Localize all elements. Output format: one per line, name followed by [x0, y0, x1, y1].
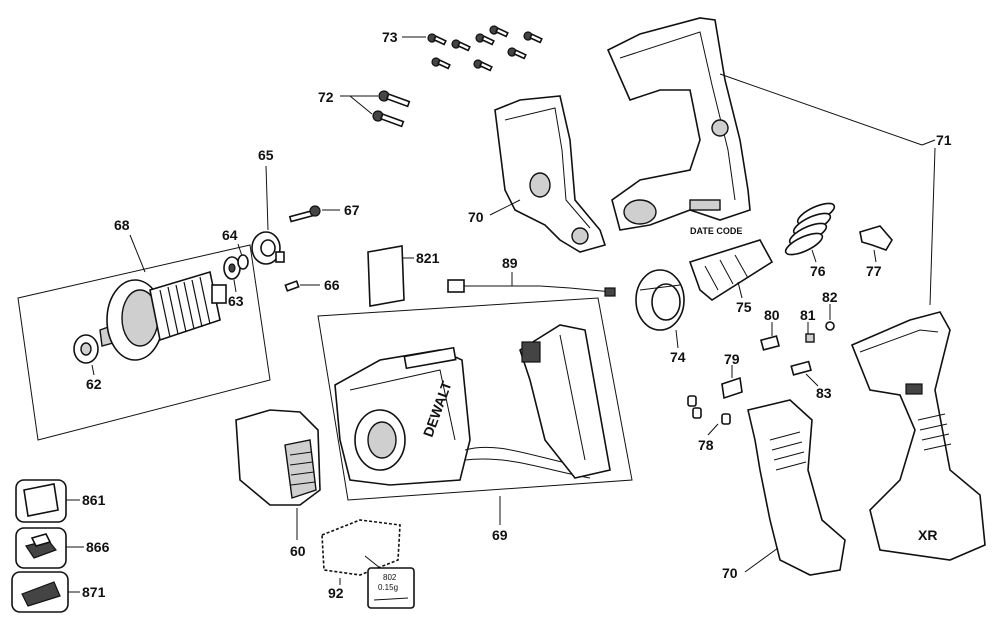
callout-76: 76 — [810, 263, 826, 279]
callout-72: 72 — [318, 89, 334, 105]
part-76-spring — [784, 202, 836, 263]
part-79-plate — [721, 365, 743, 400]
part-67-screws — [288, 205, 340, 223]
callout-79: 79 — [724, 351, 740, 367]
callout-70-lower: 70 — [722, 565, 738, 581]
callout-65: 65 — [258, 147, 274, 163]
callout-74: 74 — [670, 349, 686, 365]
part-81-spring — [805, 322, 815, 343]
callout-69: 69 — [492, 527, 508, 543]
callout-70-upper: 70 — [468, 209, 484, 225]
part-74-ring — [635, 269, 685, 349]
assembled-tool-housing: XR — [850, 311, 986, 561]
callout-861: 861 — [82, 492, 106, 508]
callout-77: 77 — [866, 263, 882, 279]
part-89-cable — [447, 272, 616, 297]
part-64-bearing — [237, 243, 249, 270]
part-92-pad — [321, 519, 401, 585]
part-821-label — [367, 245, 414, 307]
part-82-ring — [825, 304, 835, 331]
part-66-pin — [284, 280, 320, 292]
callout-82: 82 — [822, 289, 838, 305]
part-77-clip — [859, 225, 893, 263]
grease-weight: 0.15g — [378, 583, 398, 592]
callout-866: 866 — [86, 539, 110, 555]
part-73-screws — [402, 25, 543, 72]
callout-71: 71 — [936, 132, 952, 148]
callout-83: 83 — [816, 385, 832, 401]
callout-81: 81 — [800, 307, 816, 323]
callout-89: 89 — [502, 255, 518, 271]
callout-821: 821 — [416, 250, 440, 266]
grease-code: 802 — [383, 573, 397, 582]
part-78-pins — [687, 395, 731, 436]
callout-67: 67 — [344, 202, 360, 218]
callout-68: 68 — [114, 217, 130, 233]
part-70-housing-half-upper — [489, 95, 607, 253]
xr-logo-text: XR — [918, 527, 937, 543]
callout-73: 73 — [382, 29, 398, 45]
part-62-washer — [73, 334, 99, 376]
part-72-screws — [340, 90, 411, 128]
callout-871: 871 — [82, 584, 106, 600]
callout-75: 75 — [736, 299, 752, 315]
part-65-baffle — [251, 165, 285, 265]
part-802-grease-box: 802 0.15g — [364, 555, 415, 609]
armature-group-frame — [17, 234, 271, 441]
part-83-clip — [790, 360, 819, 387]
part-68-armature — [99, 270, 227, 361]
part-60-end-cap — [235, 409, 321, 540]
callout-62: 62 — [86, 376, 102, 392]
part-69-field-assembly: DEWALT — [334, 324, 611, 486]
callout-63: 63 — [228, 293, 244, 309]
part-70-housing-half-lower — [744, 399, 846, 576]
part-75-switch — [688, 239, 774, 301]
part-69-field-group-frame — [317, 297, 633, 525]
callout-66: 66 — [324, 277, 340, 293]
callout-92: 92 — [328, 585, 344, 601]
callout-80: 80 — [764, 307, 780, 323]
date-code-label: DATE CODE — [690, 226, 742, 236]
callout-60: 60 — [290, 543, 306, 559]
callout-64: 64 — [222, 227, 238, 243]
callout-78: 78 — [698, 437, 714, 453]
part-861-kit-box — [15, 479, 80, 523]
part-71-housing-clamshell: DATE CODE — [606, 17, 936, 306]
part-866-battery — [15, 527, 84, 569]
part-871-charger — [11, 571, 80, 613]
part-80-contact — [759, 322, 781, 351]
